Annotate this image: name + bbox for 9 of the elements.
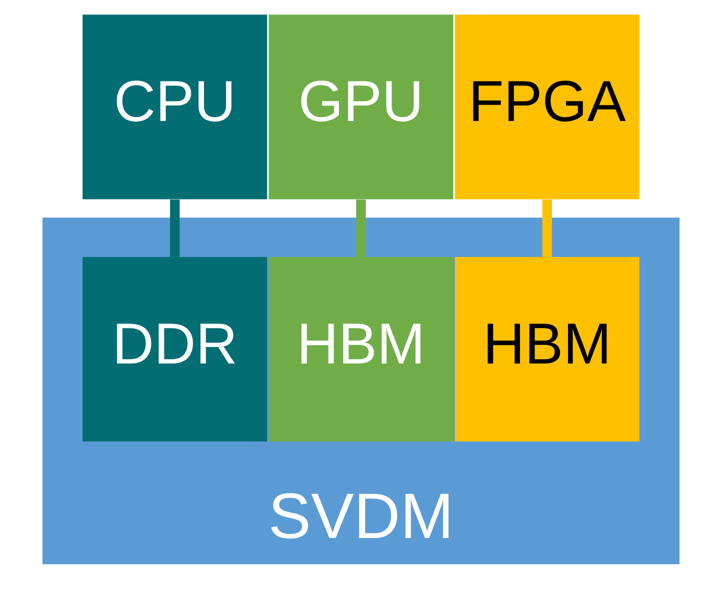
node-box: CPU	[82, 14, 267, 200]
node-box: DDR	[82, 256, 267, 442]
node-box: FPGA	[454, 14, 639, 200]
connector	[542, 200, 552, 257]
connector	[170, 200, 180, 257]
node-box: GPU	[268, 14, 453, 200]
node-box: HBM	[268, 256, 453, 442]
connector	[356, 200, 366, 257]
node-box: HBM	[454, 256, 639, 442]
